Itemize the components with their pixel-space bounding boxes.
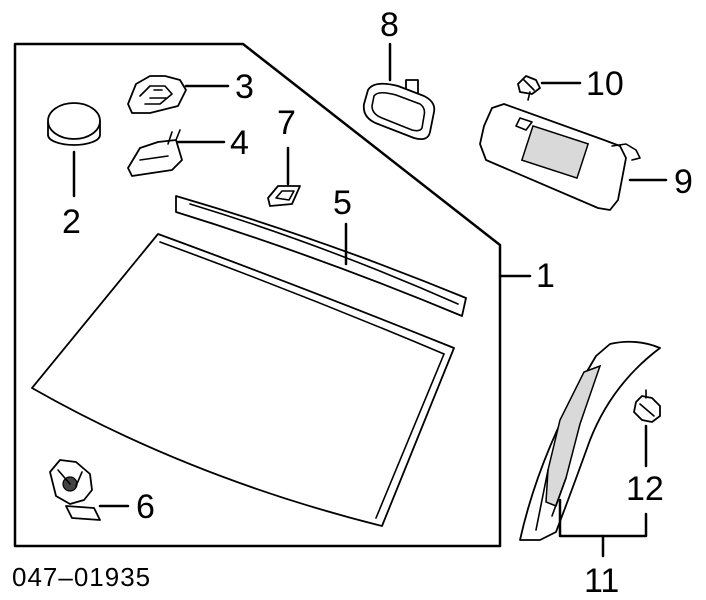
callout-7: 7 <box>277 104 296 142</box>
part-3-clip <box>127 75 187 114</box>
callout-9: 9 <box>674 163 693 201</box>
callout-5: 5 <box>333 184 352 222</box>
callout-3: 3 <box>235 68 254 106</box>
callout-6: 6 <box>136 488 155 526</box>
part-9-sun-visor <box>479 103 641 211</box>
callout-12: 12 <box>626 470 664 508</box>
part-2-cap <box>47 102 101 146</box>
callout-1: 1 <box>536 257 555 295</box>
part-5-moulding <box>175 195 467 317</box>
assembly-boundary <box>13 42 502 548</box>
part-10-screw <box>517 75 541 101</box>
leader-lines <box>72 42 668 558</box>
diagram-reference-code: 047–01935 <box>12 562 151 592</box>
callout-10: 10 <box>586 65 624 103</box>
callout-2: 2 <box>62 203 81 241</box>
part-12-clip <box>633 389 661 423</box>
callout-8: 8 <box>380 6 399 44</box>
part-6-bracket <box>49 459 101 521</box>
part-7-pad <box>267 185 301 207</box>
part-4-bracket <box>127 129 183 177</box>
part-8-mirror <box>362 79 436 141</box>
callout-11: 11 <box>584 562 619 600</box>
callout-4: 4 <box>230 124 249 162</box>
windshield-glass <box>31 233 455 527</box>
part-11-pillar-garnish <box>519 340 661 541</box>
